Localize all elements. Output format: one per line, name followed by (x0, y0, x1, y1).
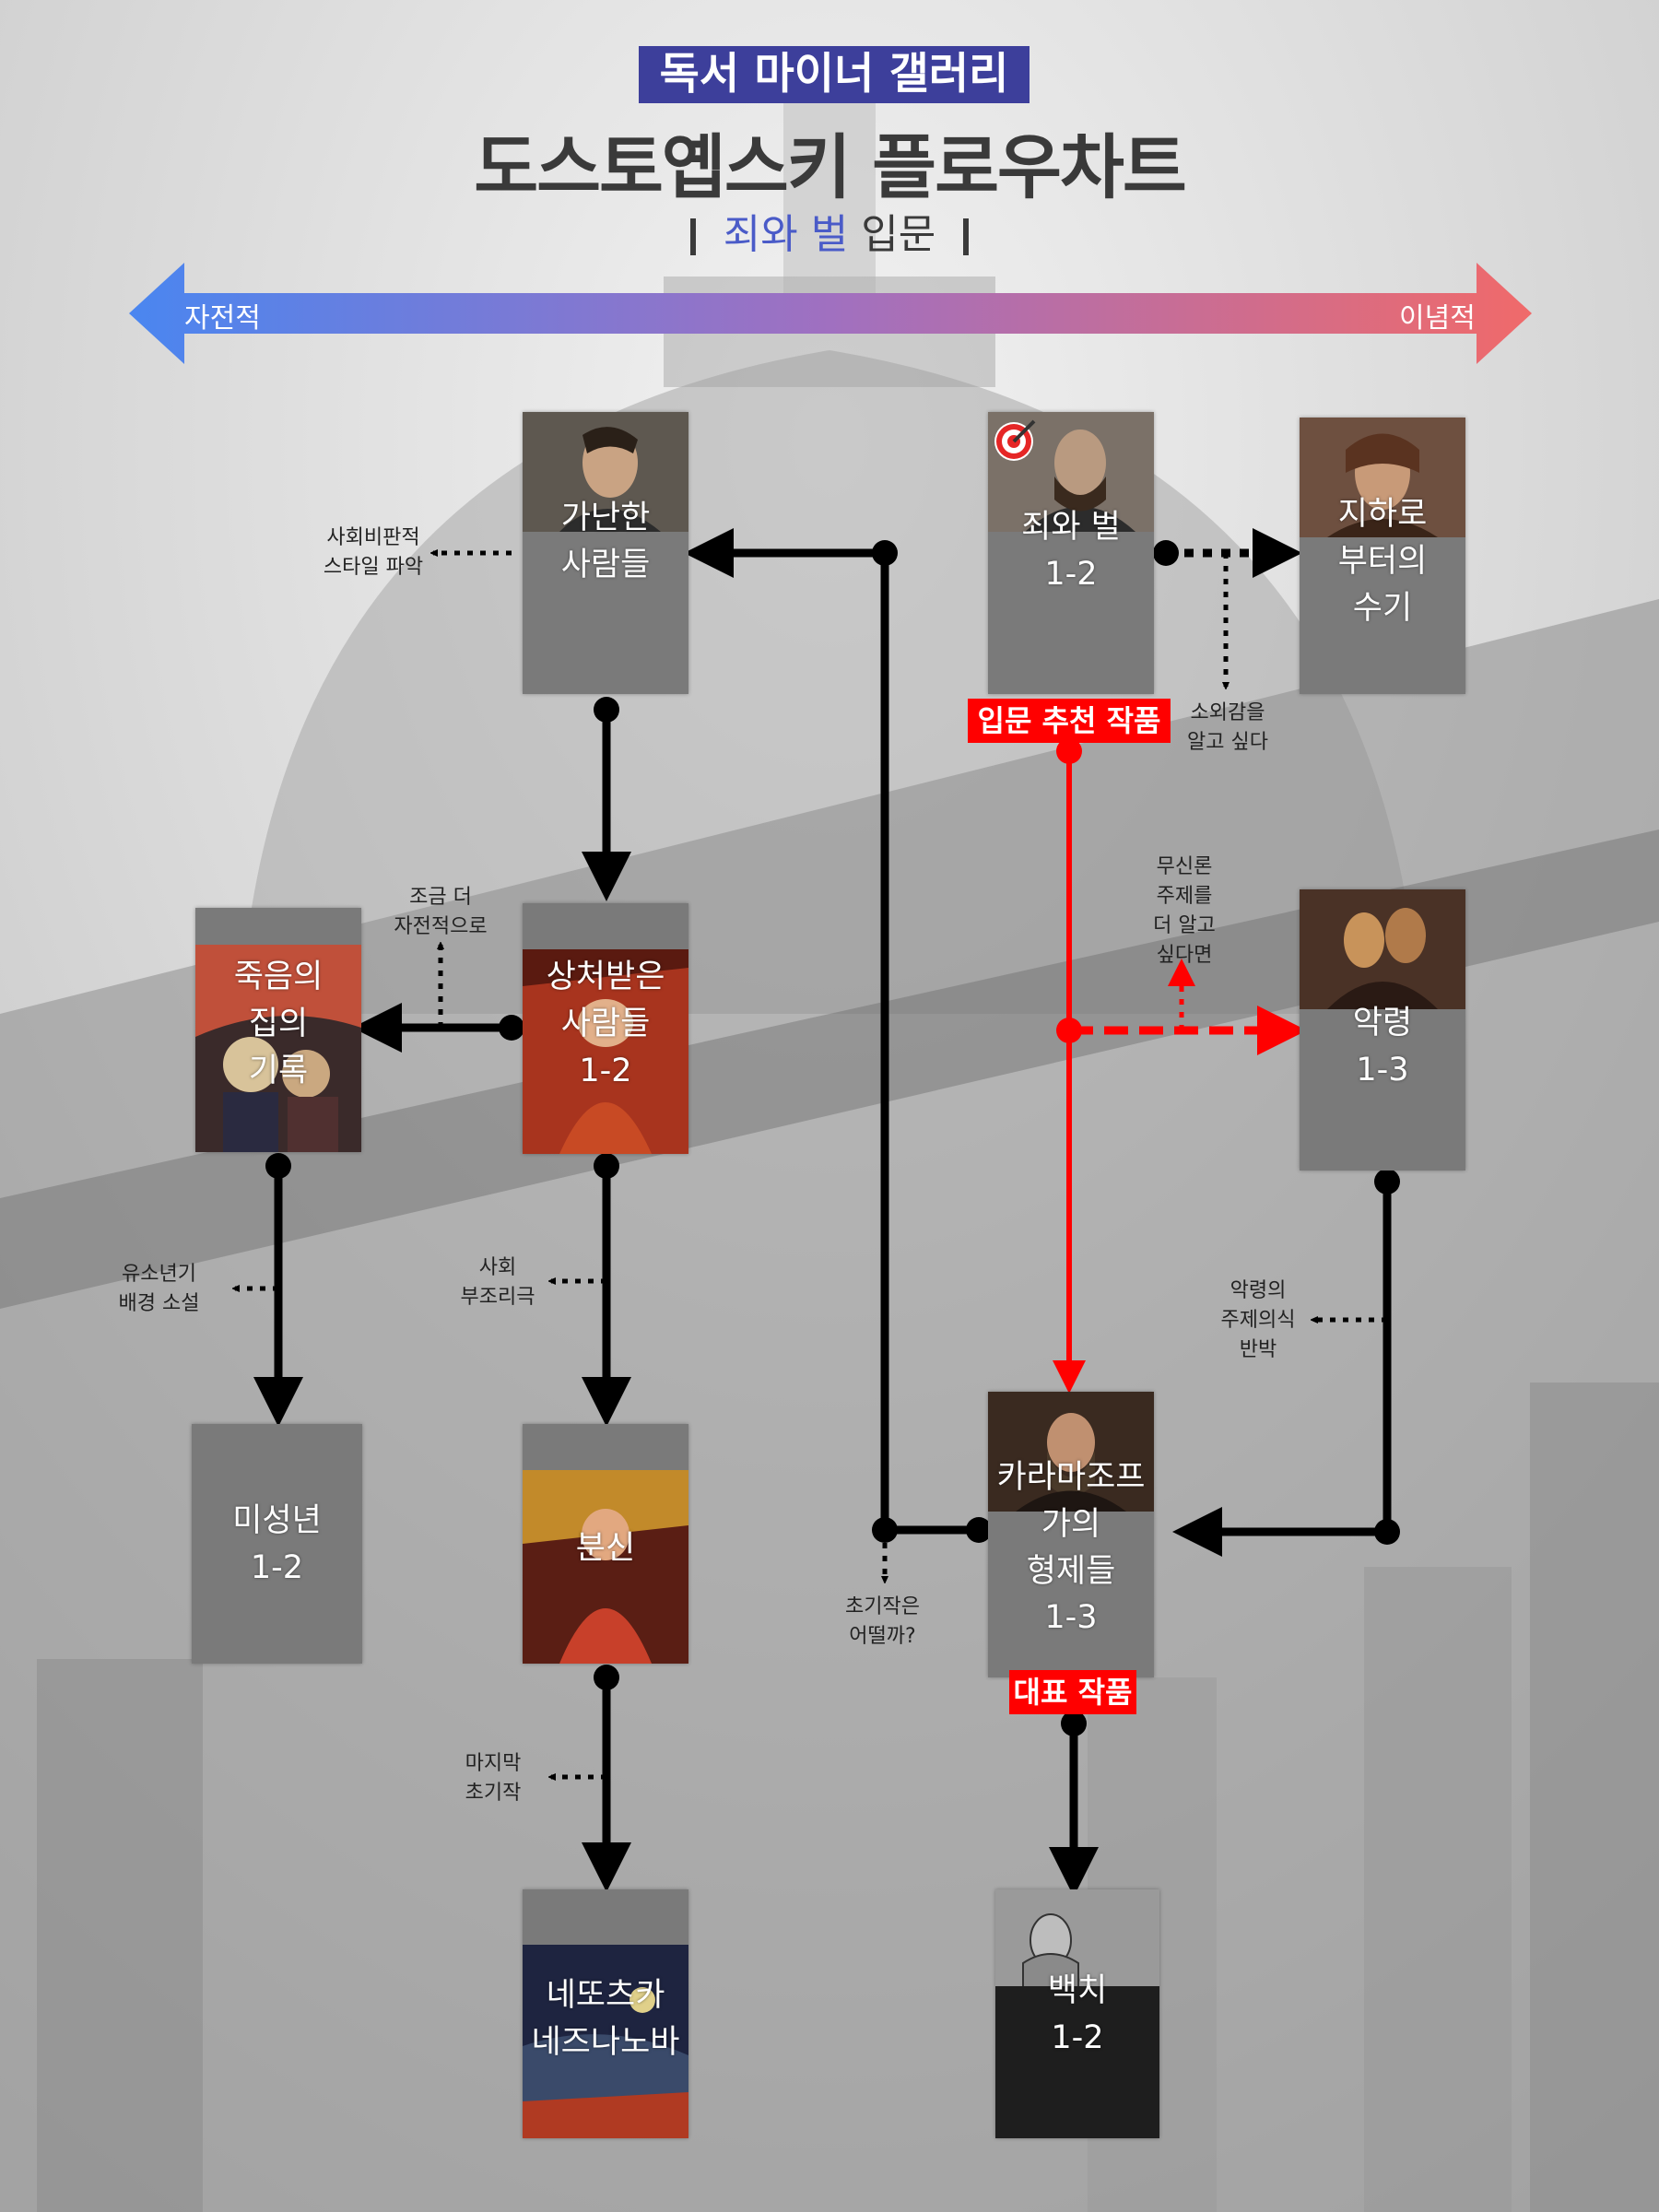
book-cover-painting (1300, 889, 1465, 1009)
axis-label-right: 이념적 (1399, 302, 1476, 335)
target-icon (994, 419, 1036, 461)
book-cover-painting (523, 949, 688, 1154)
book-cover-portrait (988, 1392, 1154, 1512)
page-subtitle: 죄와 벌 입문 (0, 201, 1659, 260)
book-cover-painting (195, 945, 361, 1152)
book-cover-portrait (523, 412, 688, 532)
subtitle-bar-right (963, 218, 970, 255)
book-cover-art (995, 1889, 1159, 2138)
book-title: 분신 (575, 1530, 636, 1567)
representative-badge: 대표 작품 (1009, 1670, 1136, 1714)
axis-label-left: 자전적 (184, 302, 261, 335)
subtitle-bar-left (689, 218, 696, 255)
book-cover-painting (523, 1945, 688, 2138)
axis-arrow (129, 263, 1532, 364)
gallery-name: 독서 마이너 갤러리 (639, 46, 1030, 103)
book-the-double[interactable]: 분신 (523, 1424, 688, 1664)
recommend-badge: 입문 추천 작품 (968, 699, 1171, 743)
page-title: 도스토옙스키 플로우차트 (474, 126, 1187, 208)
book-cover-portrait (1300, 418, 1465, 537)
book-cover-painting (523, 1470, 688, 1664)
subtitle-rest: 입문 (861, 211, 936, 258)
subtitle-accent: 죄와 벌 (723, 211, 849, 258)
